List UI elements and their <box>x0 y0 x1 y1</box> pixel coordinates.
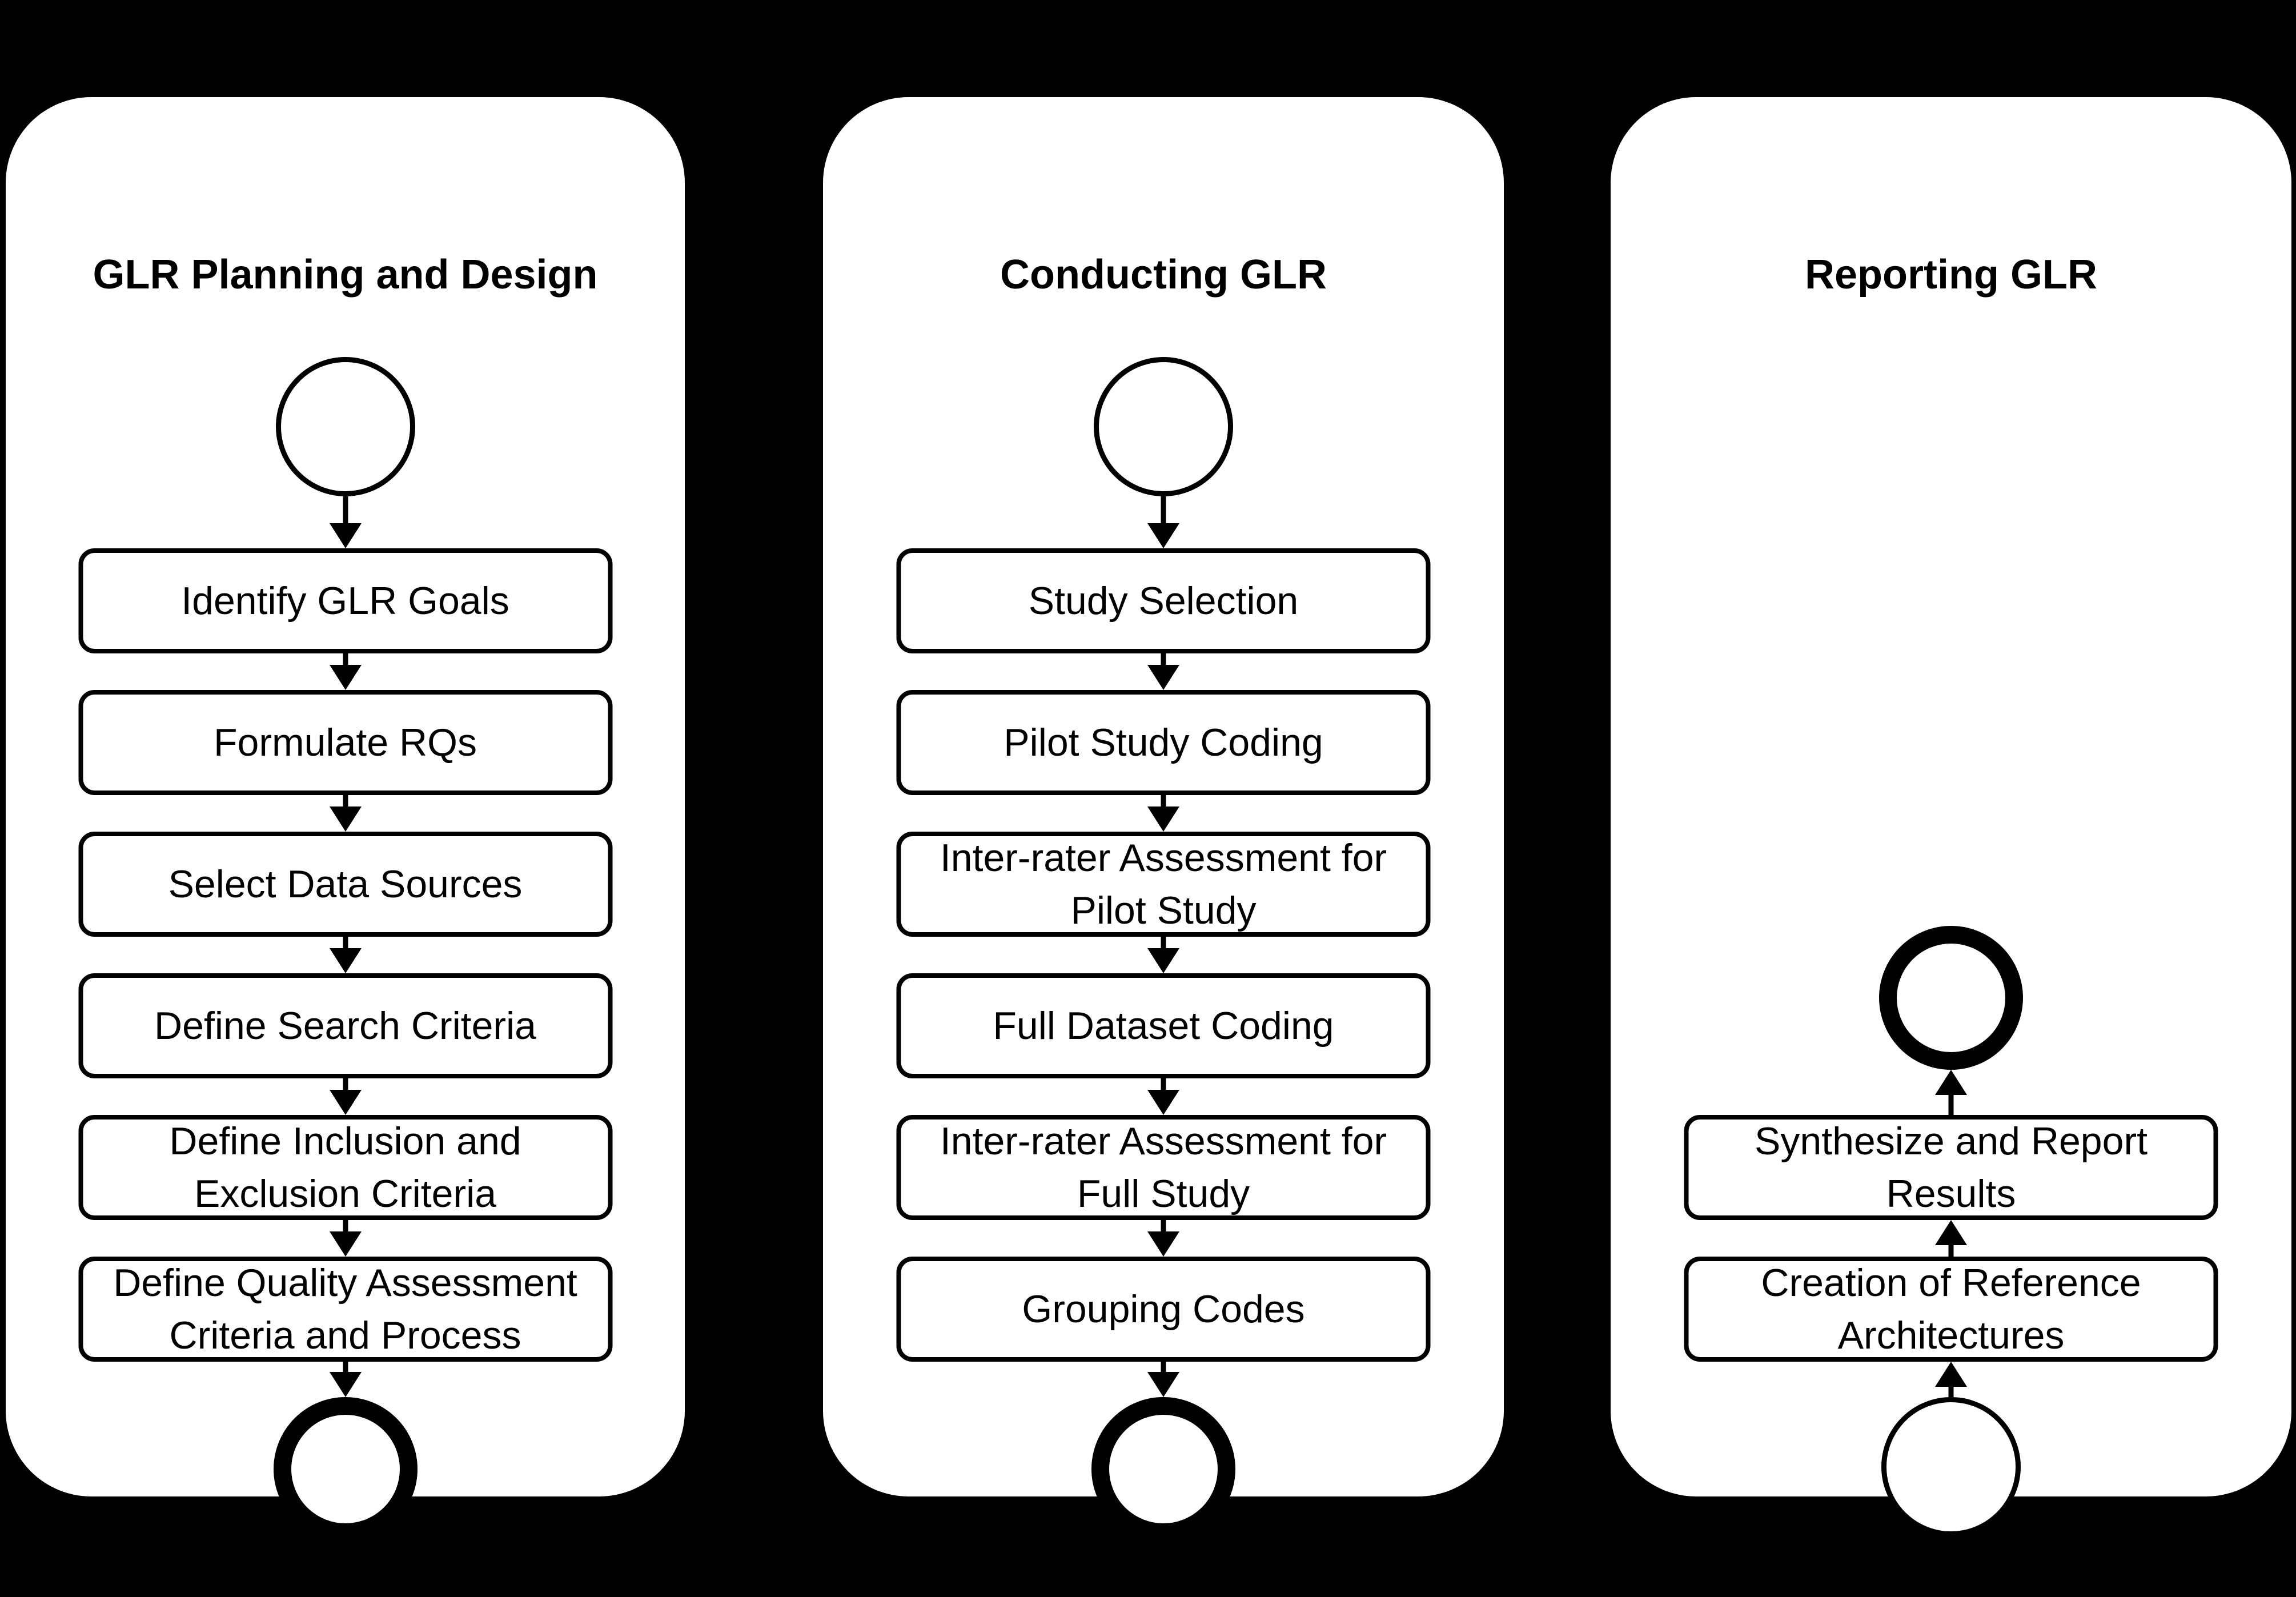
activity-box: Pilot Study Coding <box>896 690 1431 795</box>
arrowhead-icon <box>1147 1231 1179 1257</box>
activity-box: Define Search Criteria <box>78 973 612 1078</box>
panel-conducting-glr: Conducting GLR Study Selection Pilot Stu… <box>823 97 1504 1541</box>
initial-node-icon <box>275 357 415 496</box>
activity-box: Formulate RQs <box>78 690 612 795</box>
flow-arrow-down <box>329 937 362 973</box>
activity-box: Creation of Reference Architectures <box>1684 1257 2218 1362</box>
activity-box: Synthesize and Report Results <box>1684 1115 2218 1220</box>
panel-title: Conducting GLR <box>1000 252 1327 298</box>
arrow-shaft <box>1161 496 1166 524</box>
arrowhead-icon <box>329 1372 362 1397</box>
arrow-shaft <box>1948 1244 1954 1257</box>
activity-box: Identify GLR Goals <box>78 548 612 653</box>
arrowhead-icon <box>1147 1090 1179 1115</box>
arrow-shaft <box>343 937 348 949</box>
flow-arrow-down <box>329 795 362 832</box>
arrowhead-icon <box>1935 1070 1967 1095</box>
arrow-shaft <box>1161 1078 1166 1091</box>
arrow-shaft <box>1161 1220 1166 1233</box>
arrowhead-icon <box>1147 523 1179 548</box>
final-node-icon <box>1879 926 2023 1070</box>
arrow-shaft <box>343 653 348 666</box>
arrowhead-icon <box>1147 1372 1179 1397</box>
arrow-shaft <box>343 1362 348 1373</box>
initial-node-icon <box>1881 1397 2021 1536</box>
flow-arrow-down <box>329 653 362 690</box>
arrowhead-icon <box>329 523 362 548</box>
arrow-shaft <box>343 496 348 524</box>
flow-arrow-up <box>1935 1070 1967 1115</box>
arrow-shaft <box>1948 1386 1954 1397</box>
arrow-shaft <box>1161 653 1166 666</box>
arrowhead-icon <box>1147 806 1179 832</box>
final-node-icon <box>273 1397 418 1541</box>
arrowhead-icon <box>329 665 362 690</box>
arrowhead-icon <box>329 806 362 832</box>
arrow-shaft <box>1161 937 1166 949</box>
panel-title: GLR Planning and Design <box>93 252 598 298</box>
flow-arrow-down <box>1147 653 1179 690</box>
arrowhead-icon <box>1147 948 1179 973</box>
flow-arrow-down <box>329 1220 362 1257</box>
final-node-icon <box>1091 1397 1235 1541</box>
initial-node-icon <box>1094 357 1233 496</box>
arrowhead-icon <box>329 1231 362 1257</box>
flow-arrow-down <box>1147 496 1179 548</box>
flow-arrow-down <box>1147 795 1179 832</box>
arrowhead-icon <box>1147 665 1179 690</box>
activity-box: Select Data Sources <box>78 832 612 937</box>
panel-title: Reporting GLR <box>1805 252 2097 298</box>
arrow-shaft <box>1948 1094 1954 1115</box>
activity-box: Inter-rater Assessment for Pilot Study <box>896 832 1431 937</box>
arrow-shaft <box>343 795 348 808</box>
activity-box: Full Dataset Coding <box>896 973 1431 1078</box>
flow-arrow-down <box>1147 1362 1179 1397</box>
arrowhead-icon <box>329 1090 362 1115</box>
flow-arrow-down <box>1147 937 1179 973</box>
arrow-shaft <box>343 1078 348 1091</box>
activity-box: Define Inclusion and Exclusion Criteria <box>78 1115 612 1220</box>
arrow-shaft <box>1161 1362 1166 1373</box>
flow-arrow-up <box>1935 1362 1967 1397</box>
activity-box: Inter-rater Assessment for Full Study <box>896 1115 1431 1220</box>
activity-box: Define Quality Assessment Criteria and P… <box>78 1257 612 1362</box>
flow-arrow-up <box>1935 1220 1967 1257</box>
activity-box: Grouping Codes <box>896 1257 1431 1362</box>
flow-arrow-down <box>1147 1078 1179 1115</box>
flow-arrow-down <box>329 1078 362 1115</box>
activity-box: Study Selection <box>896 548 1431 653</box>
flow-arrow-down <box>1147 1220 1179 1257</box>
panel-reporting-glr: Reporting GLR Synthesize and Report Resu… <box>1611 97 2291 1536</box>
arrowhead-icon <box>1935 1362 1967 1387</box>
arrowhead-icon <box>329 948 362 973</box>
panel-glr-planning-and-design: GLR Planning and Design Identify GLR Goa… <box>6 97 685 1541</box>
flow-arrow-down <box>329 1362 362 1397</box>
arrow-shaft <box>1161 795 1166 808</box>
arrowhead-icon <box>1935 1220 1967 1245</box>
flow-arrow-down <box>329 496 362 548</box>
arrow-shaft <box>343 1220 348 1233</box>
